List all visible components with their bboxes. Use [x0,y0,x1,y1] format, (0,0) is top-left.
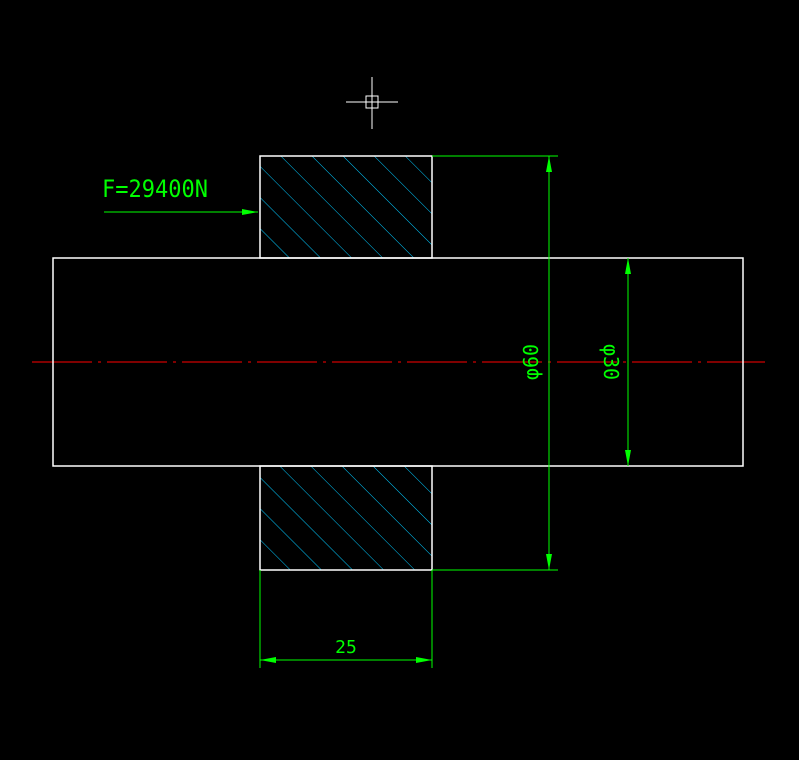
shaft-outline [52,257,744,467]
outer-diameter-dimension [432,155,558,571]
lower-hub-section [259,465,433,571]
inner-diameter-label: φ30 [599,344,623,380]
upper-hub-section [259,155,433,259]
hub-width-label: 25 [335,637,357,658]
outer-diameter-label: φ60 [519,344,543,380]
force-label: F=29400N [102,175,208,203]
hub-width-dimension [259,570,433,668]
force-arrow [104,209,258,215]
cad-crosshair-icon [346,77,398,129]
inner-diameter-dimension [625,258,631,466]
